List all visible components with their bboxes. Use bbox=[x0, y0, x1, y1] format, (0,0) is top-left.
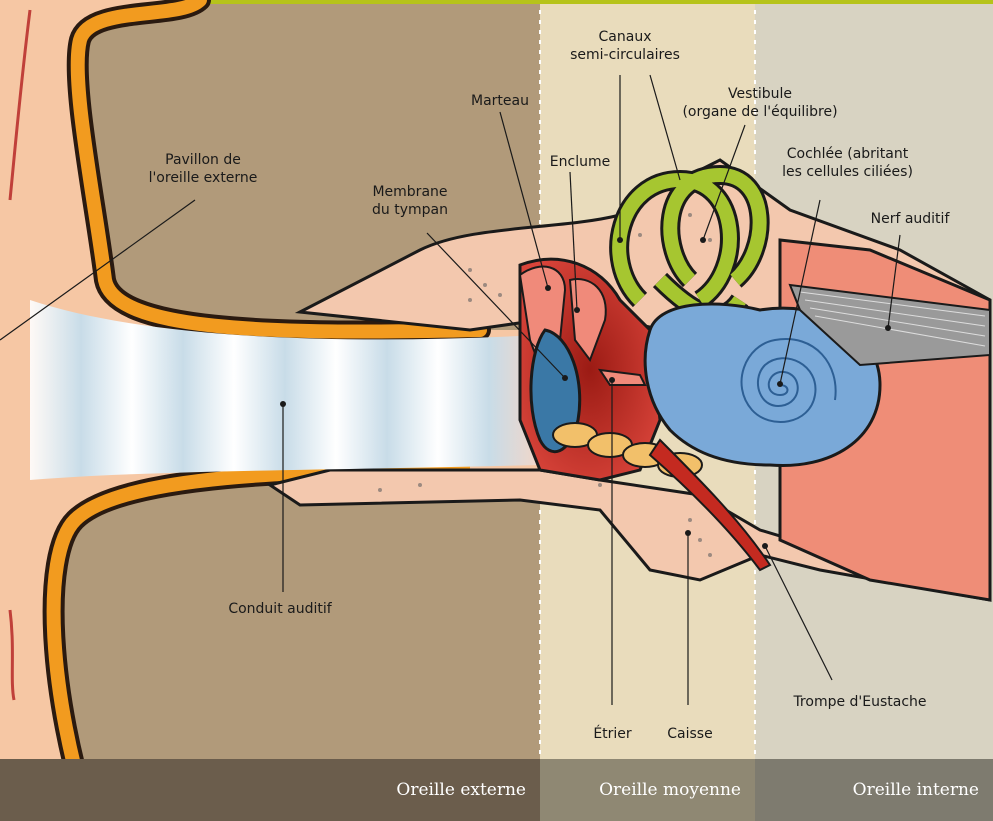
label-canaux-semi-circulaires: Canaux semi-circulaires bbox=[550, 28, 700, 64]
zone-label-oreille-moyenne: Oreille moyenne bbox=[540, 759, 755, 821]
label-enclume: Enclume bbox=[535, 153, 625, 171]
zone-label-oreille-externe: Oreille externe bbox=[0, 759, 540, 821]
label-membrane-tympan: Membrane du tympan bbox=[350, 183, 470, 219]
label-cochlee: Cochlée (abritant les cellules ciliées) bbox=[760, 145, 935, 181]
label-etrier: Étrier bbox=[570, 725, 655, 743]
zone-label-oreille-interne: Oreille interne bbox=[755, 759, 993, 821]
label-trompe-eustache: Trompe d'Eustache bbox=[770, 693, 950, 711]
label-caisse: Caisse bbox=[650, 725, 730, 743]
label-marteau: Marteau bbox=[455, 92, 545, 110]
label-nerf-auditif: Nerf auditif bbox=[855, 210, 965, 228]
label-conduit-auditif: Conduit auditif bbox=[200, 600, 360, 618]
label-pavillon: Pavillon de l'oreille externe bbox=[128, 151, 278, 187]
label-vestibule: Vestibule (organe de l'équilibre) bbox=[665, 85, 855, 121]
